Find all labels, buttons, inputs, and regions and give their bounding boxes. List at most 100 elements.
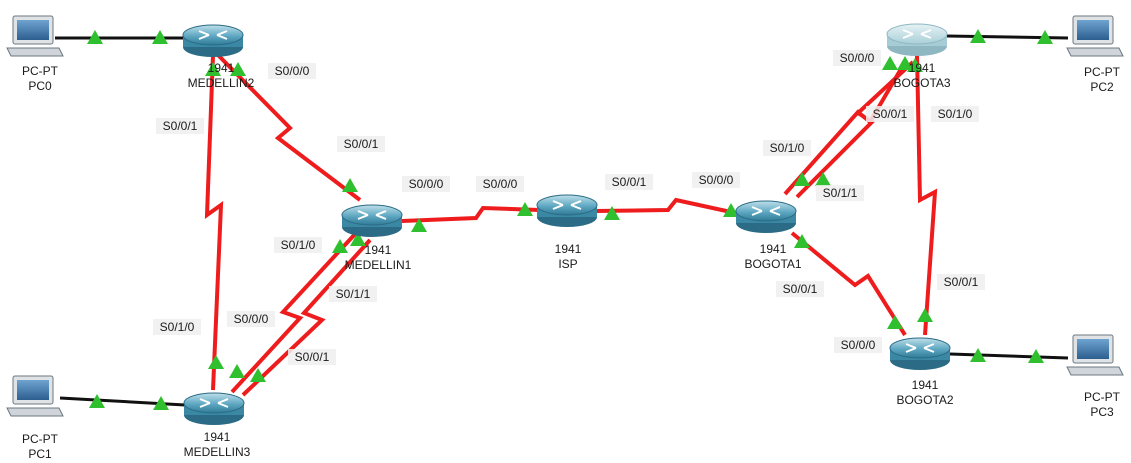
serial-link-bogota3-bogota2[interactable] bbox=[915, 54, 938, 336]
port-label-background bbox=[268, 63, 316, 79]
serial-link-medellin2-medellin1[interactable] bbox=[213, 50, 362, 202]
pc-pc2[interactable] bbox=[1066, 15, 1124, 57]
port-label-background bbox=[816, 185, 864, 201]
ethernet-link-pc1-medellin3[interactable] bbox=[59, 396, 186, 407]
port-label-medellin3: S0/1/0 bbox=[160, 320, 195, 334]
port-label-medellin1: S0/1/0 bbox=[281, 238, 316, 252]
port-label-background bbox=[937, 274, 985, 290]
device-type-label: PC-PT bbox=[22, 64, 59, 78]
device-model-label: 1941 bbox=[365, 243, 392, 257]
port-label-medellin1: S0/1/1 bbox=[336, 287, 371, 301]
links-layer bbox=[55, 34, 1069, 407]
device-name-label: PC1 bbox=[28, 447, 52, 461]
router-medellin3[interactable] bbox=[183, 392, 245, 426]
port-label-background bbox=[153, 319, 201, 335]
device-name-label: PC0 bbox=[28, 79, 52, 93]
serial-link-medellin1-isp[interactable] bbox=[401, 205, 540, 223]
serial-link-isp-bogota1[interactable] bbox=[594, 197, 741, 216]
device-name-label: ISP bbox=[558, 257, 577, 271]
link-status-up-icon bbox=[152, 30, 168, 44]
link-status-up-icon bbox=[604, 206, 620, 220]
port-label-bogota3: S0/0/1 bbox=[873, 107, 908, 121]
serial-link-bogota1-bogota3[interactable] bbox=[795, 60, 915, 199]
port-label-background bbox=[931, 106, 979, 122]
port-label-medellin1: S0/0/1 bbox=[344, 137, 379, 151]
link-status-up-icon bbox=[230, 62, 246, 76]
link-status-up-icon bbox=[1037, 30, 1053, 44]
port-label-bogota2: S0/0/0 bbox=[841, 338, 876, 352]
pc-icon bbox=[1066, 334, 1124, 376]
port-label-background bbox=[402, 176, 450, 192]
port-label-medellin2: S0/0/1 bbox=[163, 119, 198, 133]
link-status-up-icon bbox=[887, 315, 903, 329]
link-status-up-icon bbox=[153, 396, 169, 410]
port-label-background bbox=[288, 349, 336, 365]
router-bogota2[interactable] bbox=[889, 337, 951, 371]
pc-pc0[interactable] bbox=[6, 15, 64, 57]
serial-link-medellin2-medellin3[interactable] bbox=[204, 54, 224, 391]
link-status-up-icon bbox=[897, 56, 913, 70]
device-model-label: 1941 bbox=[204, 430, 231, 444]
link-status-up-icon bbox=[907, 58, 923, 72]
router-medellin2[interactable] bbox=[182, 24, 244, 58]
port-label-background bbox=[227, 311, 275, 327]
device-model-label: 1941 bbox=[909, 61, 936, 75]
serial-link-medellin1-medellin3[interactable] bbox=[241, 238, 372, 397]
router-bogota3[interactable] bbox=[886, 23, 948, 57]
port-label-background bbox=[834, 337, 882, 353]
port-label-medellin3: S0/0/0 bbox=[234, 312, 269, 326]
port-label-background bbox=[763, 140, 811, 156]
device-type-label: PC-PT bbox=[1084, 65, 1121, 79]
device-name-label: BOGOTA2 bbox=[896, 393, 953, 407]
port-label-background bbox=[833, 50, 881, 66]
port-label-background bbox=[329, 286, 377, 302]
device-model-label: 1941 bbox=[555, 242, 582, 256]
port-label-medellin3: S0/0/1 bbox=[295, 350, 330, 364]
port-label-bogota2: S0/0/1 bbox=[944, 275, 979, 289]
serial-link-bogota1-bogota2[interactable] bbox=[790, 231, 907, 337]
port-label-background bbox=[156, 118, 204, 134]
router-isp[interactable] bbox=[536, 194, 598, 228]
pc-icon bbox=[6, 375, 64, 417]
link-status-up-icon bbox=[794, 234, 810, 248]
port-label-background bbox=[866, 106, 914, 122]
port-label-bogota3: S0/1/0 bbox=[938, 107, 973, 121]
device-model-label: 1941 bbox=[760, 242, 787, 256]
ethernet-link-bogota3-pc2[interactable] bbox=[946, 34, 1069, 40]
port-label-background bbox=[776, 281, 824, 297]
link-status-up-icon bbox=[517, 202, 533, 216]
link-status-up-icon bbox=[723, 203, 739, 217]
device-name-label: BOGOTA3 bbox=[893, 76, 950, 90]
pc-pc1[interactable] bbox=[6, 375, 64, 417]
link-status-up-icon bbox=[1028, 349, 1044, 363]
port-label-background bbox=[476, 176, 524, 192]
pc-icon bbox=[6, 15, 64, 57]
router-medellin1[interactable] bbox=[341, 204, 403, 238]
link-status-up-icon bbox=[794, 172, 810, 186]
link-status-up-icon bbox=[205, 62, 221, 76]
link-status-up-icon bbox=[229, 364, 245, 378]
ethernet-link-bogota2-pc3[interactable] bbox=[949, 352, 1069, 360]
router-icon bbox=[341, 204, 403, 238]
port-label-medellin2: S0/0/0 bbox=[275, 64, 310, 78]
link-status-up-icon bbox=[882, 56, 898, 70]
device-name-label: MEDELLIN2 bbox=[188, 76, 255, 90]
device-model-label: 1941 bbox=[912, 378, 939, 392]
port-label-bogota3: S0/0/0 bbox=[840, 51, 875, 65]
pc-pc3[interactable] bbox=[1066, 334, 1124, 376]
link-status-up-icon bbox=[89, 394, 105, 408]
device-name-label: PC2 bbox=[1090, 80, 1114, 94]
device-type-label: PC-PT bbox=[22, 432, 59, 446]
link-status-up-icon bbox=[815, 172, 831, 186]
router-bogota1[interactable] bbox=[735, 200, 797, 234]
port-labels-layer: S0/0/0S0/0/1S0/0/1S0/1/0S0/1/0S0/0/0S0/1… bbox=[153, 50, 985, 365]
router-icon bbox=[536, 194, 598, 228]
serial-link-medellin1-medellin3[interactable] bbox=[230, 231, 358, 394]
pc-icon bbox=[1066, 15, 1124, 57]
link-status-up-icon bbox=[970, 348, 986, 362]
router-icon bbox=[182, 24, 244, 58]
device-name-label: MEDELLIN1 bbox=[345, 258, 412, 272]
port-label-background bbox=[337, 136, 385, 152]
port-label-bogota1: S0/1/1 bbox=[823, 186, 858, 200]
